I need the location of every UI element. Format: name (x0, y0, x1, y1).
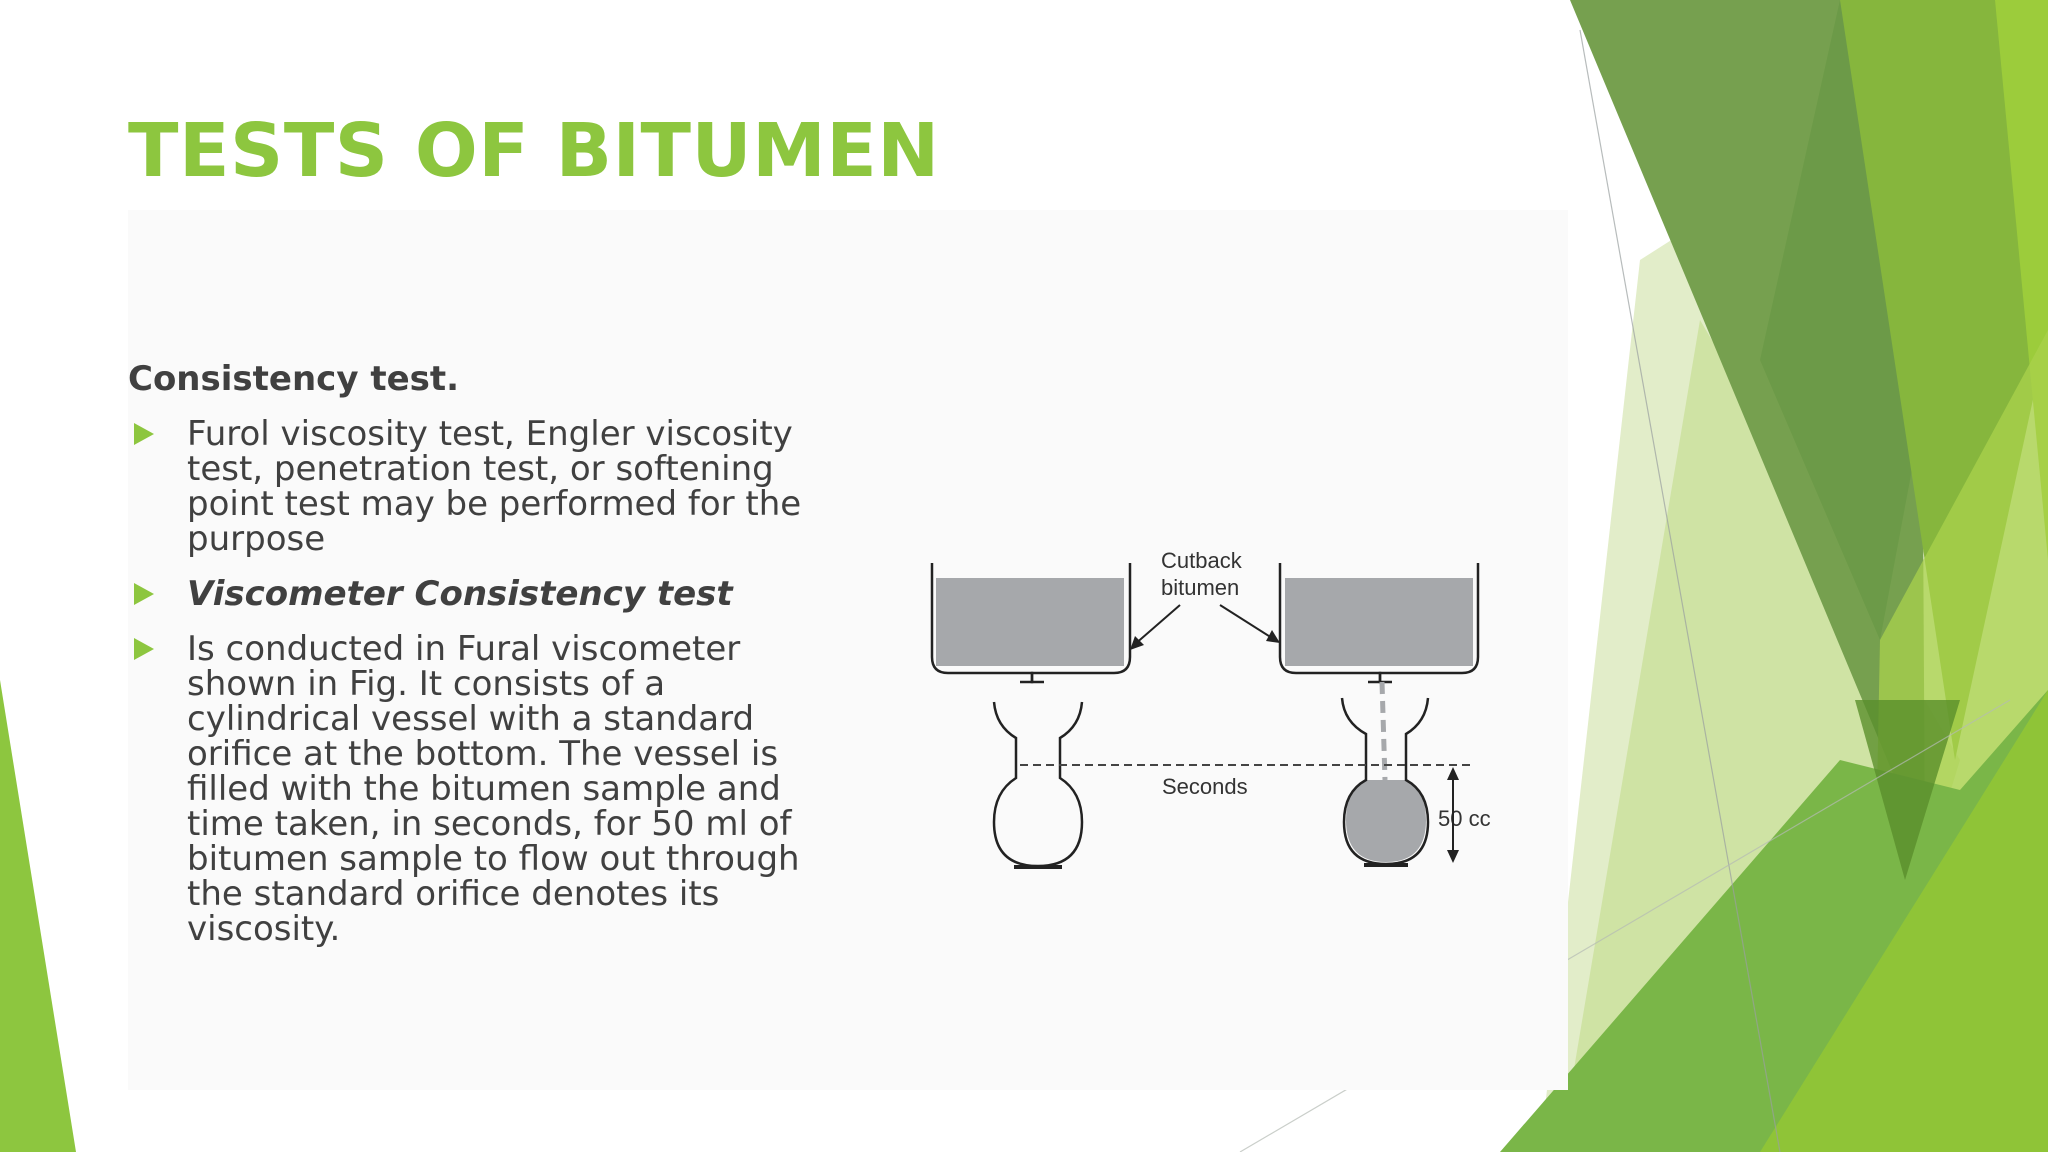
bullet-arrow-icon (134, 423, 154, 445)
bullet-item: Viscometer Consistency test (128, 577, 808, 612)
bullet-item: Furol viscosity test, Engler viscosity t… (128, 417, 808, 557)
right-vessel-outline (1278, 563, 1382, 684)
cutback-arrowhead-right (1266, 630, 1280, 643)
left-vessel-outline (930, 563, 1034, 684)
right-viscometer (1278, 563, 1480, 867)
bg-shape-bright-lower (1760, 690, 2048, 1152)
cutback-arrow-left (1133, 604, 1181, 646)
volume-arrowhead-up (1447, 767, 1459, 780)
right-flask-fill (1346, 780, 1426, 862)
bullet-arrow-icon (134, 638, 154, 660)
cutback-arrowhead-left (1130, 636, 1144, 650)
bullet-item: Is conducted in Fural viscometer shown i… (128, 632, 808, 947)
left-flask (992, 701, 1084, 868)
bullet-text: Is conducted in Fural viscometer shown i… (187, 629, 800, 949)
bullet-text: Furol viscosity test, Engler viscosity t… (187, 414, 802, 559)
cutback-label-line1: Cutback (1161, 548, 1243, 573)
viscometer-figure: Cutback bitumen Seconds 50 cc (930, 548, 1491, 869)
right-vessel-fill (1285, 578, 1473, 666)
seconds-label: Seconds (1162, 774, 1248, 799)
cutback-arrow-right (1219, 604, 1273, 639)
left-vessel-fill (936, 578, 1124, 666)
slide-title: TESTS OF BITUMEN (128, 108, 940, 194)
bullet-text: Viscometer Consistency test (187, 574, 733, 614)
bullet-arrow-icon (134, 583, 154, 605)
bitumen-stream (1379, 681, 1388, 781)
volume-arrowhead-down (1447, 850, 1459, 863)
slide-body: Consistency test. Furol viscosity test, … (128, 362, 808, 967)
left-viscometer (930, 563, 1132, 869)
subheading: Consistency test. (128, 359, 460, 399)
bg-shape-left-wedge (0, 680, 76, 1152)
volume-label: 50 cc (1438, 806, 1491, 831)
bg-thin-line-1 (1579, 29, 1781, 1152)
left-vessel-outline-right (1030, 563, 1132, 684)
cutback-label-line2: bitumen (1161, 575, 1239, 600)
right-vessel-outline-right (1378, 563, 1480, 684)
